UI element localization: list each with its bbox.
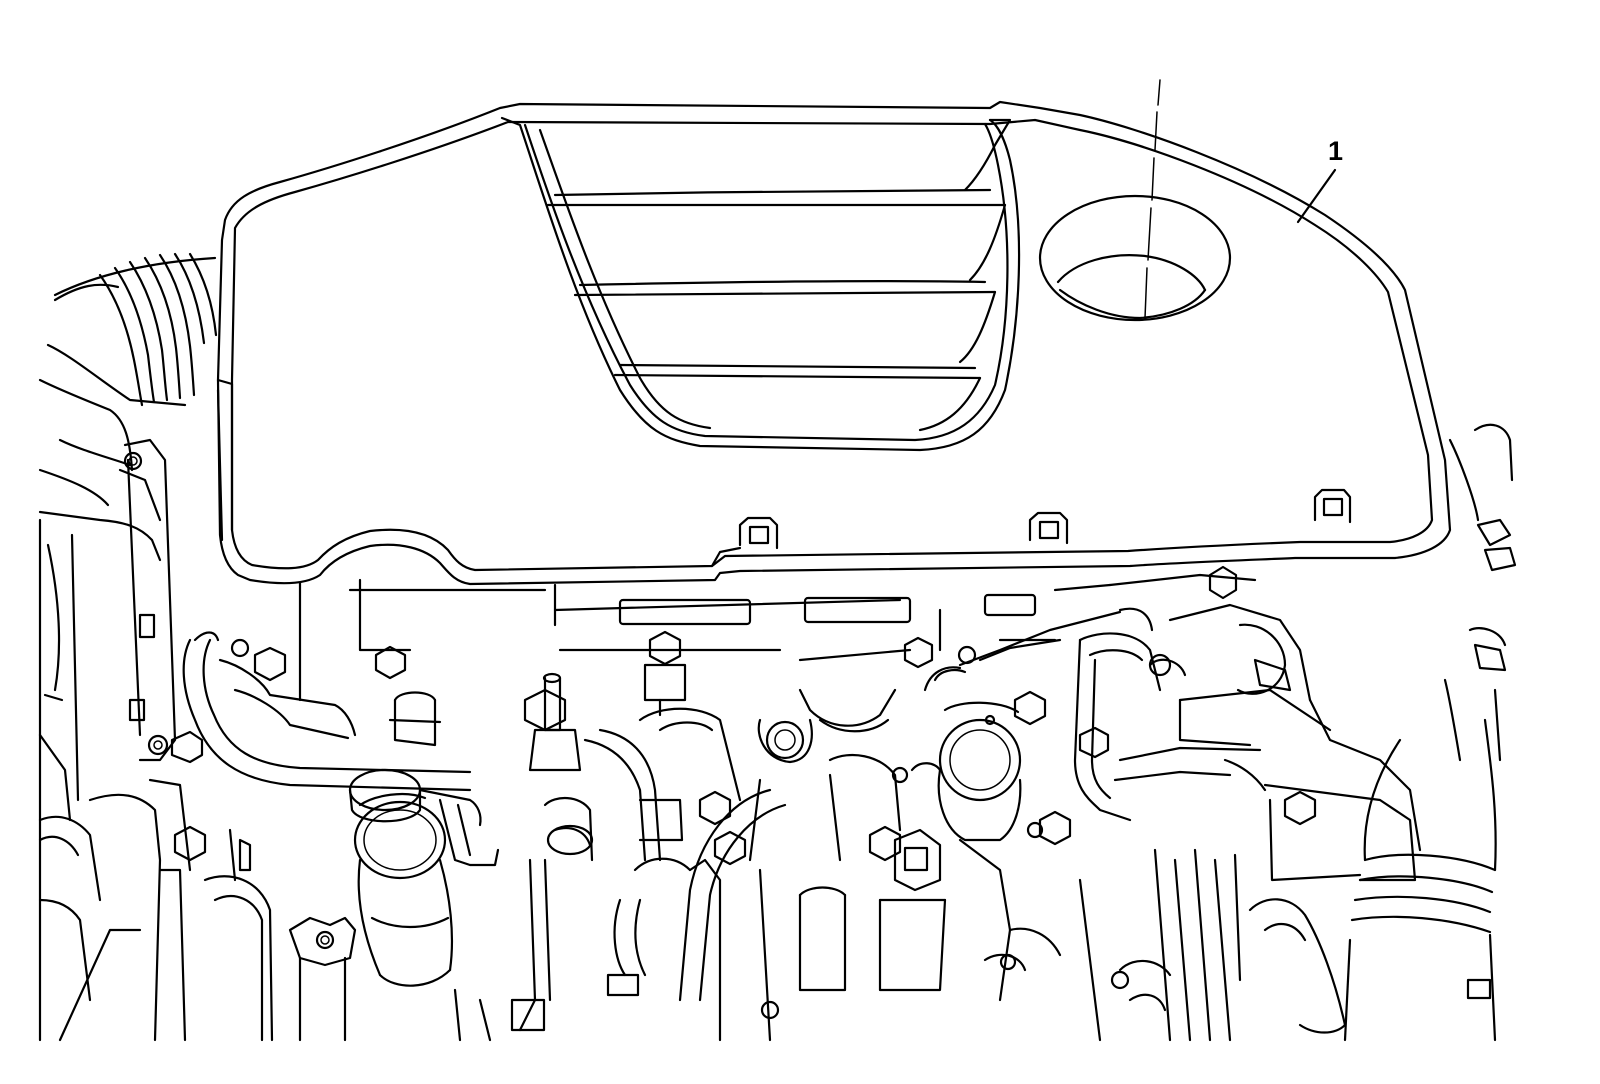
hex-fitting bbox=[288, 916, 357, 1042]
throttle-body bbox=[891, 666, 1022, 842]
valve-cover bbox=[298, 568, 1257, 702]
oil-filler-neck bbox=[348, 691, 442, 823]
left-air-cleaner-housing bbox=[38, 378, 162, 1042]
right-lower-hose bbox=[1343, 718, 1497, 1042]
right-side-hose bbox=[1443, 423, 1517, 762]
oil-filler-opening bbox=[1038, 194, 1232, 322]
callout-number: 1 bbox=[1328, 136, 1343, 166]
left-air-intake-duct bbox=[46, 252, 218, 407]
lower-right-pulley bbox=[1118, 848, 1347, 1042]
bottom-fasteners bbox=[523, 630, 1130, 1020]
upper-radiator-hose bbox=[353, 788, 500, 987]
right-vacuum-hose bbox=[958, 607, 1162, 822]
pcv-hose bbox=[528, 672, 684, 862]
lower-engine-block bbox=[758, 828, 1102, 1042]
engine-bay bbox=[38, 252, 1517, 1042]
engine-cover bbox=[216, 100, 1452, 586]
left-mounting-bracket bbox=[88, 438, 177, 1042]
left-coolant-hose bbox=[182, 631, 472, 792]
right-engine-bracket bbox=[1113, 746, 1417, 882]
right-sensor-bracket bbox=[1148, 603, 1422, 852]
left-bolts bbox=[170, 638, 287, 862]
valve-cover-bolts bbox=[374, 565, 1317, 866]
cover-mounting-tabs bbox=[710, 488, 1352, 568]
callout-1: 1 bbox=[1144, 79, 1343, 319]
center-lower-hoses bbox=[453, 788, 787, 1042]
lower-left-pulley bbox=[148, 778, 274, 1042]
